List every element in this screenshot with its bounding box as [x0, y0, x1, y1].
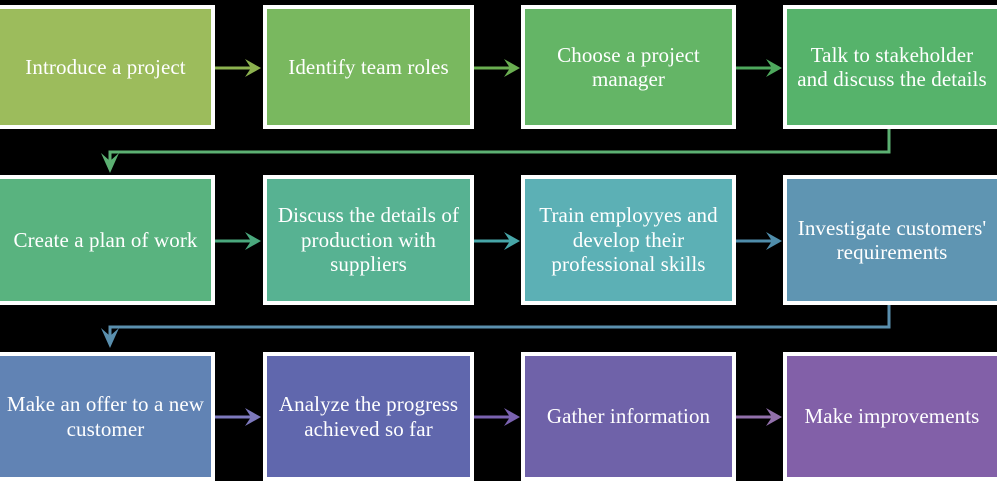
arrow-step-2-to-step-3 [474, 55, 522, 81]
arrow-step-4-to-step-5-wrap [0, 129, 997, 173]
node-label: Make improvements [804, 404, 980, 429]
node-label: Analyze the progress achieved so far [278, 392, 459, 441]
flowchart-node-step-9[interactable]: Make an offer to a new customer [0, 352, 215, 481]
node-label: Choose a project manager [557, 42, 700, 91]
arrow-step-7-to-step-8 [736, 228, 784, 254]
flowchart-node-step-7[interactable]: Train employyes and develop their profes… [521, 175, 736, 305]
flowchart-node-step-1[interactable]: Introduce a project [0, 5, 215, 129]
node-label: Identify team roles [288, 54, 449, 79]
node-label: Introduce a project [25, 54, 186, 79]
node-label: Investigate customers' requirements [797, 215, 987, 264]
flowchart-row-3: Make an offer to a new customer Analyze … [0, 352, 997, 481]
arrow-step-6-to-step-7 [474, 228, 522, 254]
flowchart-node-step-2[interactable]: Identify team roles [263, 5, 474, 129]
flowchart-row-1: Introduce a project Identify team roles … [0, 5, 997, 129]
flowchart-node-step-5[interactable]: Create a plan of work [0, 175, 215, 305]
flowchart-node-step-10[interactable]: Analyze the progress achieved so far [263, 352, 474, 481]
flowchart-node-step-11[interactable]: Gather information [521, 352, 736, 481]
flowchart-node-step-12[interactable]: Make improvements [783, 352, 997, 481]
arrow-step-5-to-step-6 [215, 228, 263, 254]
arrow-step-11-to-step-12 [736, 404, 784, 430]
node-label: Create a plan of work [13, 227, 198, 252]
node-label: Make an offer to a new customer [6, 392, 205, 441]
flowchart-node-step-3[interactable]: Choose a project manager [521, 5, 736, 129]
node-label: Talk to stakeholder and discuss the deta… [797, 42, 987, 91]
flowchart-node-step-6[interactable]: Discuss the details of production with s… [263, 175, 474, 305]
arrow-step-9-to-step-10 [215, 404, 263, 430]
arrow-step-3-to-step-4 [736, 55, 784, 81]
arrow-step-8-to-step-9-wrap [0, 305, 997, 348]
node-label: Train employyes and develop their profes… [539, 203, 718, 277]
node-label: Gather information [546, 404, 711, 429]
flowchart-row-2: Create a plan of work Discuss the detail… [0, 175, 997, 305]
flowchart-node-step-8[interactable]: Investigate customers' requirements [783, 175, 997, 305]
arrow-step-1-to-step-2 [215, 55, 263, 81]
node-label: Discuss the details of production with s… [277, 203, 460, 277]
flowchart-node-step-4[interactable]: Talk to stakeholder and discuss the deta… [783, 5, 997, 129]
arrow-step-10-to-step-11 [474, 404, 522, 430]
